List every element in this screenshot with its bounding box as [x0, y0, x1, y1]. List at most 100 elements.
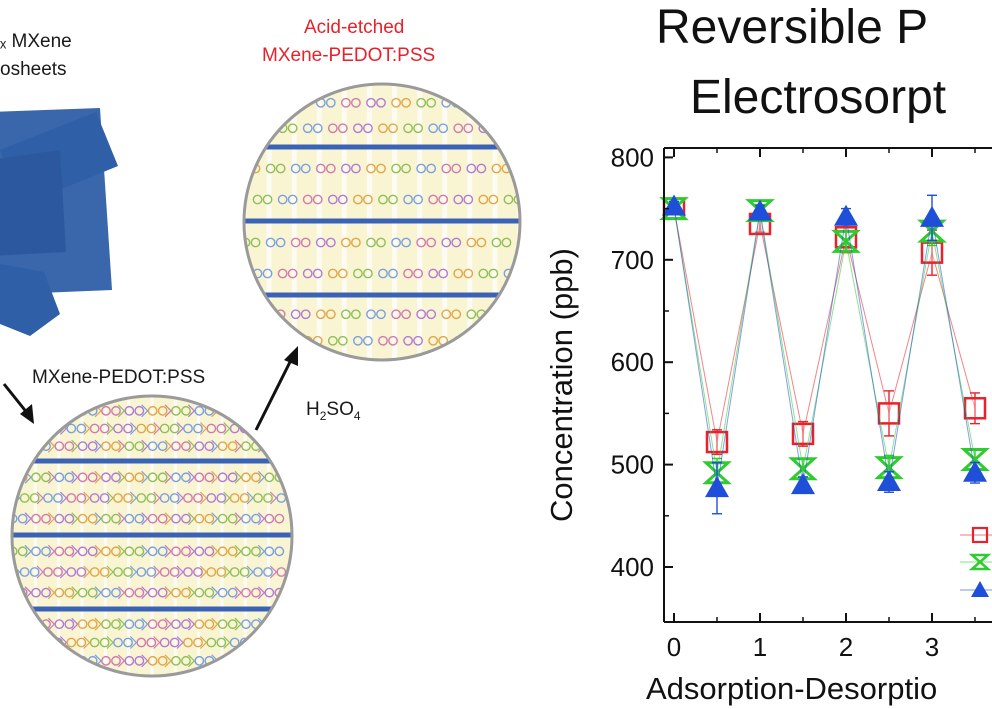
composite-label: MXene-PEDOT:PSS — [32, 367, 206, 388]
pedot-ring — [193, 637, 203, 648]
chain-link — [257, 544, 266, 558]
pedot-ring — [64, 619, 75, 630]
chain-link — [234, 586, 242, 600]
pedot-ring — [123, 567, 133, 577]
chain-link — [153, 636, 161, 649]
pedot-ring — [290, 237, 301, 248]
pedot-ring — [146, 423, 157, 434]
pedot-ring — [64, 472, 75, 483]
pedot-ring — [31, 619, 41, 630]
chain-link — [141, 404, 149, 418]
pedot-ring — [312, 123, 323, 134]
pedot-ring — [241, 655, 251, 666]
pedot-ring — [216, 567, 227, 577]
pedot-ring — [262, 335, 273, 346]
chain-link — [141, 512, 149, 526]
pedot-ring — [17, 546, 28, 557]
pedot-ring — [17, 619, 28, 630]
legend-triangle — [971, 581, 989, 597]
chain-link — [187, 586, 196, 600]
chain-link — [187, 470, 196, 484]
chain-link — [36, 636, 44, 649]
chain-link — [47, 654, 56, 668]
pedot-ring — [501, 97, 512, 108]
pedot-ring — [157, 546, 168, 557]
arrow-down-head — [20, 404, 34, 424]
pedot-ring — [227, 441, 238, 452]
chain-link — [13, 422, 21, 435]
chain-link — [257, 654, 266, 668]
pedot-ring — [451, 237, 462, 248]
pedot-ring — [503, 194, 514, 205]
pedot-ring — [54, 655, 65, 666]
pedot-ring — [76, 493, 87, 503]
pedot-ring — [416, 309, 427, 320]
pedot-ring — [264, 655, 275, 666]
pedot-ring — [416, 97, 427, 108]
chain-link — [269, 422, 278, 435]
pedot-ring — [286, 637, 292, 648]
pedot-ring — [401, 237, 411, 248]
pedot-ring — [351, 237, 361, 248]
pedot-ring — [501, 237, 512, 248]
pedot-ring — [252, 123, 263, 134]
chain-link — [117, 544, 126, 558]
flake-3 — [0, 150, 66, 256]
pedot-ring — [41, 472, 51, 483]
pedot-ring — [488, 335, 499, 346]
series-line-square — [673, 208, 976, 443]
pedot-ring — [453, 123, 464, 134]
chain-link — [106, 565, 114, 579]
chain-link — [117, 470, 126, 484]
pedot-ring — [351, 163, 361, 174]
pedot-ring — [29, 637, 40, 648]
pedot-ring — [366, 309, 376, 320]
pedot-ring — [451, 163, 462, 174]
pedot-ring — [274, 513, 285, 524]
pedot-ring — [416, 163, 427, 174]
pedot-ring — [19, 637, 30, 648]
chain-link — [141, 439, 149, 453]
y-tick-label: 600 — [611, 347, 654, 377]
pedot-ring — [312, 268, 323, 279]
pedot-ring — [111, 587, 121, 598]
chain-link — [269, 636, 278, 649]
chain-link — [164, 404, 172, 418]
pedot-ring — [341, 237, 351, 248]
pedot-ring — [428, 123, 439, 134]
pedot-ring — [441, 309, 452, 320]
pedot-ring — [353, 268, 363, 279]
pedot-ring — [363, 268, 373, 279]
pedot-ring — [204, 441, 215, 452]
chain-link — [164, 617, 172, 631]
pedot-ring — [111, 655, 121, 666]
pedot-ring — [476, 97, 487, 108]
chain-link — [164, 512, 172, 526]
pedot-ring — [491, 97, 502, 108]
chain-link — [141, 544, 149, 558]
pedot-ring — [287, 123, 298, 134]
chain-link — [187, 617, 196, 631]
pedot-ring — [99, 567, 110, 577]
pedot-ring — [513, 268, 520, 279]
chain-link — [246, 565, 254, 579]
chain-link — [269, 565, 278, 579]
chain-link — [234, 439, 242, 453]
pedot-ring — [251, 405, 261, 416]
pedot-ring — [111, 441, 121, 452]
pedot-ring — [363, 194, 373, 205]
pedot-ring — [87, 513, 98, 524]
pedot-ring — [264, 619, 275, 630]
pedot-ring — [227, 619, 238, 630]
pedot-ring — [157, 513, 168, 524]
pedot-ring — [41, 513, 51, 524]
pedot-ring — [488, 268, 499, 279]
pedot-ring — [262, 123, 273, 134]
mxene-layer — [244, 292, 520, 298]
pedot-ring — [337, 268, 348, 279]
pedot-ring — [64, 655, 75, 666]
chain-link — [199, 636, 208, 649]
pedot-ring — [366, 163, 376, 174]
chain-link — [187, 439, 196, 453]
